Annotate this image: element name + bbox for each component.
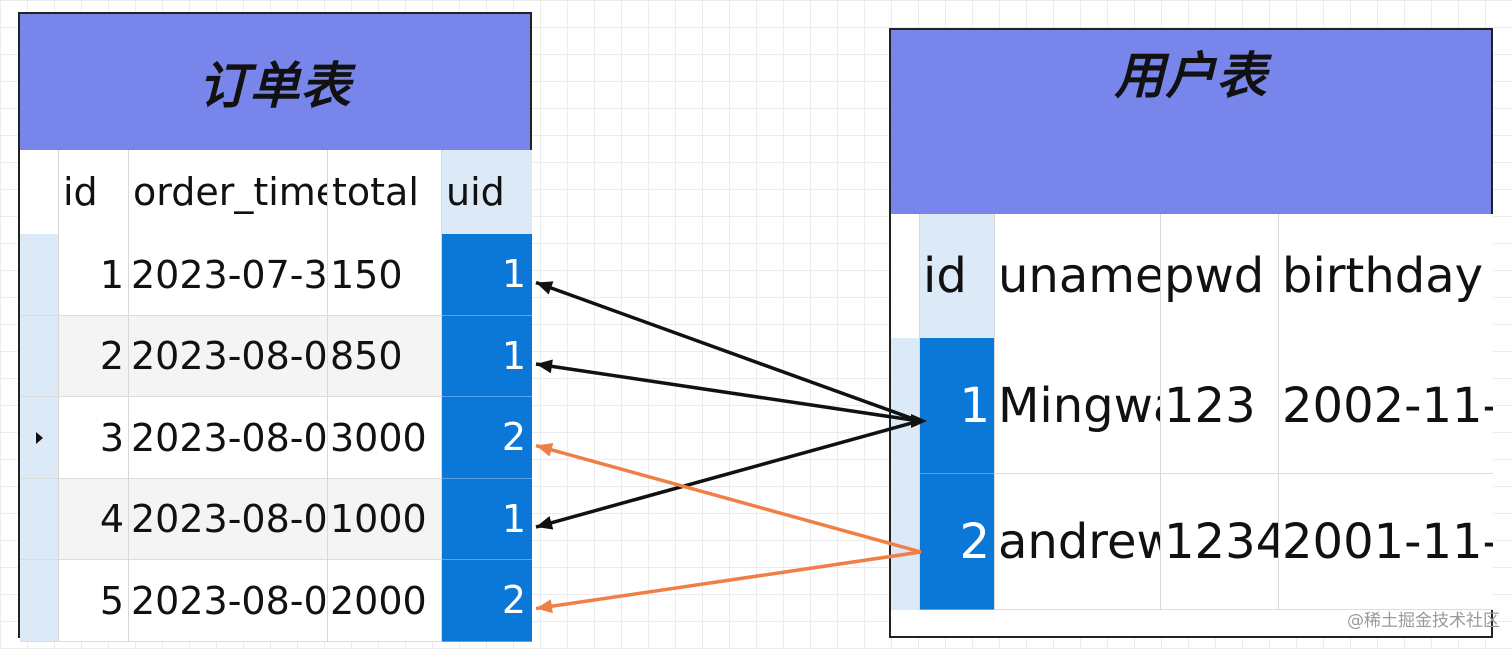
- orders-row-marker: [20, 315, 58, 397]
- orders-cell-id: 3: [58, 397, 128, 479]
- users-cell-birthday: 2002-11-21: [1278, 338, 1493, 474]
- orders-row-divider: [20, 396, 441, 397]
- users-column-divider: [1278, 214, 1279, 610]
- orders-cell-order-time: 2023-07-31: [128, 234, 327, 316]
- orders-table-title-band: 订单表: [20, 14, 530, 150]
- users-cell-pwd: 1234: [1160, 474, 1278, 610]
- orders-row-divider: [20, 640, 441, 642]
- orders-cell-uid: 1: [441, 478, 532, 560]
- arrowhead-icon: [536, 599, 553, 614]
- orders-column-divider: [128, 150, 129, 642]
- orders-cell-total: 3000: [327, 397, 441, 479]
- orders-row-marker: [20, 397, 58, 479]
- orders-header-total: total: [327, 150, 441, 234]
- orders-cell-order-time: 2023-08-06: [128, 560, 327, 642]
- relationship-arrow-line: [535, 419, 920, 529]
- orders-cell-uid: 1: [441, 234, 532, 316]
- users-row-divider: [994, 609, 1493, 610]
- orders-cell-total: 850: [327, 315, 441, 397]
- arrowhead-icon: [536, 359, 553, 374]
- orders-row-divider: [20, 559, 441, 560]
- relationship-arrow-line: [535, 443, 922, 554]
- users-header-pwd: pwd: [1160, 214, 1278, 338]
- relationship-arrow-line: [535, 280, 920, 423]
- orders-row-marker: [20, 234, 58, 316]
- users-cell-birthday: 2001-11-11: [1278, 474, 1493, 610]
- users-header-birthday: birthday: [1278, 214, 1493, 338]
- users-cell-uname: Mingwan: [994, 338, 1160, 474]
- orders-row-marker: [20, 478, 58, 560]
- orders-header-marker: [20, 150, 58, 234]
- orders-cell-order-time: 2023-08-03: [128, 397, 327, 479]
- orders-header-uid: uid: [441, 150, 532, 234]
- users-header-id: id: [919, 214, 994, 338]
- users-row-marker: [891, 338, 919, 474]
- orders-cell-order-time: 2023-08-04: [128, 478, 327, 560]
- arrowhead-icon: [536, 443, 554, 457]
- orders-cell-id: 1: [58, 234, 128, 316]
- users-cell-pwd: 123: [1160, 338, 1278, 474]
- users-table-title-band: 用户表: [891, 30, 1491, 214]
- relationship-arrow-line: [535, 362, 920, 423]
- orders-cell-total: 150: [327, 234, 441, 316]
- orders-header-order-time: order_time: [128, 150, 327, 234]
- users-header-uname: uname: [994, 214, 1160, 338]
- users-column-divider: [994, 214, 995, 610]
- users-table-title: 用户表: [1114, 47, 1268, 105]
- orders-cell-id: 5: [58, 560, 128, 642]
- users-row-marker: [891, 474, 919, 610]
- users-header-marker: [891, 214, 919, 338]
- orders-cell-uid: 1: [441, 315, 532, 397]
- orders-table-title: 订单表: [198, 57, 352, 115]
- users-column-divider: [1160, 214, 1161, 610]
- orders-cell-id: 4: [58, 478, 128, 560]
- orders-cell-uid: 2: [441, 560, 532, 642]
- watermark: @稀土掘金技术社区: [1347, 611, 1500, 631]
- arrowhead-icon: [536, 516, 554, 530]
- orders-cell-total: 1000: [327, 478, 441, 560]
- orders-table: 订单表 idorder_timetotaluid12023-07-3115012…: [18, 12, 532, 642]
- orders-row-divider: [20, 477, 441, 479]
- orders-column-divider: [441, 150, 442, 642]
- orders-cell-order-time: 2023-08-02: [128, 315, 327, 397]
- orders-row-divider: [20, 314, 441, 316]
- users-column-divider: [919, 214, 920, 610]
- orders-row-marker: [20, 560, 58, 642]
- orders-column-divider: [58, 150, 59, 642]
- orders-cell-uid: 2: [441, 397, 532, 479]
- arrowhead-icon: [536, 281, 554, 295]
- relationship-arrow-line: [535, 550, 922, 611]
- current-row-arrow-icon: [35, 431, 43, 444]
- users-cell-uname: andrew: [994, 474, 1160, 610]
- orders-header-id: id: [58, 150, 128, 234]
- users-cell-id: 2: [919, 474, 994, 610]
- orders-cell-id: 2: [58, 315, 128, 397]
- orders-cell-total: 2000: [327, 560, 441, 642]
- users-cell-id: 1: [919, 338, 994, 474]
- orders-column-divider: [327, 150, 328, 642]
- users-row-divider: [994, 473, 1493, 474]
